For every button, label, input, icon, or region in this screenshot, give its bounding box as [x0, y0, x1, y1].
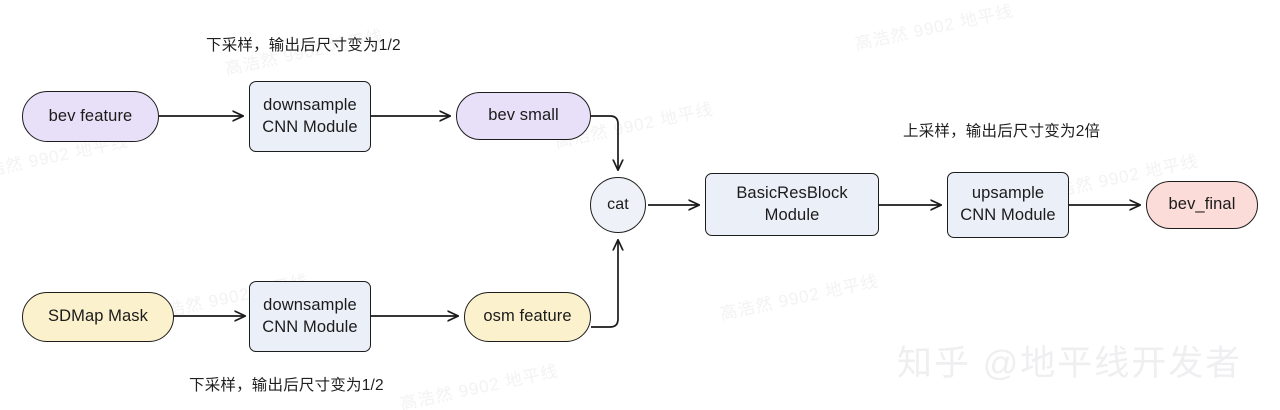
- node-label-line1: upsample: [971, 184, 1045, 203]
- node-label: osm feature: [483, 307, 572, 326]
- node-label: SDMap Mask: [47, 307, 149, 326]
- annotation-downsample-bottom: 下采样，输出后尺寸变为1/2: [189, 377, 384, 394]
- node-osm-feature[interactable]: osm feature: [464, 292, 591, 342]
- node-label-line2: CNN Module: [262, 117, 358, 136]
- node-label-line1: downsample: [263, 95, 357, 114]
- node-label-line2: CNN Module: [960, 206, 1056, 224]
- node-downsample-cnn-module-top[interactable]: downsample CNN Module: [249, 81, 371, 152]
- node-label-line2: Module: [764, 205, 820, 224]
- node-label-line1: downsample: [263, 295, 357, 314]
- node-basicresblock-module[interactable]: BasicResBlock Module: [705, 173, 879, 236]
- node-bev-final[interactable]: bev_final: [1146, 181, 1258, 229]
- node-upsample-cnn-module[interactable]: upsample CNN Module: [947, 172, 1069, 238]
- annotation-upsample: 上采样，输出后尺寸变为2倍: [903, 123, 1101, 140]
- node-bev-small[interactable]: bev small: [456, 92, 591, 140]
- node-label-line2: CNN Module: [262, 317, 358, 336]
- node-bev-feature[interactable]: bev feature: [22, 91, 159, 142]
- node-label: bev small: [488, 106, 559, 125]
- annotation-downsample-top: 下采样，输出后尺寸变为1/2: [206, 37, 401, 54]
- edge-osmfeature-to-cat: [591, 240, 618, 328]
- node-downsample-cnn-module-bottom[interactable]: downsample CNN Module: [249, 281, 371, 352]
- node-label: bev_final: [1168, 195, 1236, 214]
- node-label: bev feature: [48, 106, 133, 125]
- node-label-line1: BasicResBlock: [736, 183, 848, 202]
- edge-bevsmall-to-cat: [591, 115, 618, 170]
- node-cat[interactable]: cat: [590, 177, 646, 233]
- node-label: cat: [607, 196, 629, 214]
- node-sdmap-mask[interactable]: SDMap Mask: [22, 292, 174, 342]
